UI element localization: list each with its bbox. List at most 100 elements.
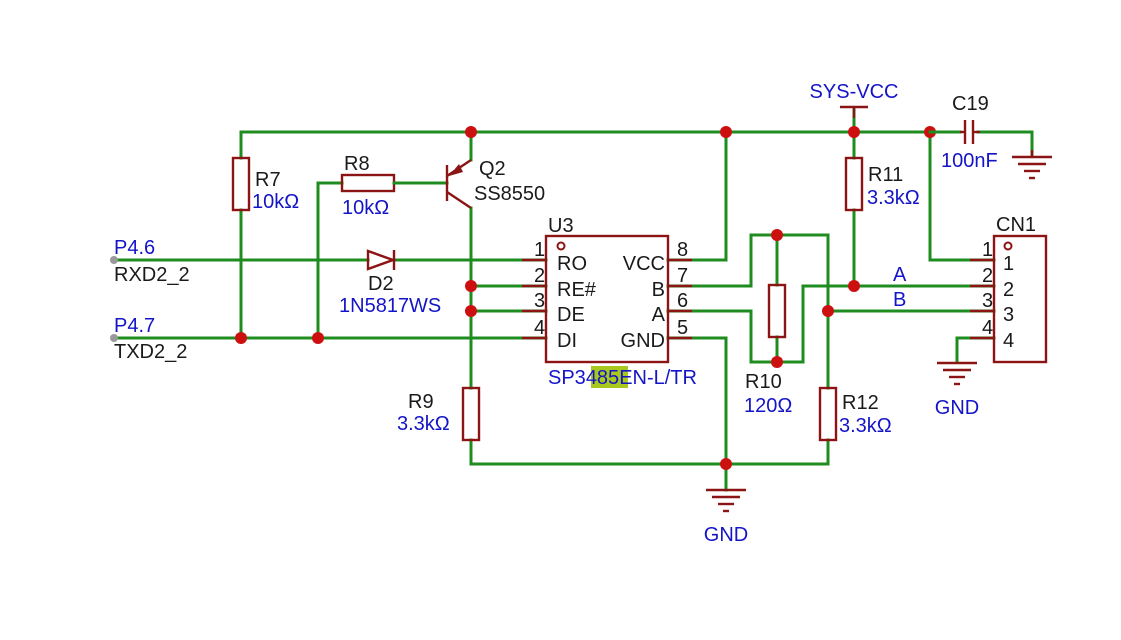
u3-pin-name: RE# xyxy=(557,279,597,301)
u3-ref: U3 xyxy=(548,215,574,237)
resistor-r8: R8 10kΩ xyxy=(340,153,449,219)
net-label-p46: P4.6 xyxy=(114,237,155,259)
d2-triangle-icon xyxy=(366,249,397,271)
u3-body xyxy=(544,234,670,364)
resistor-r7-body xyxy=(231,156,251,212)
r12-ref: R12 xyxy=(842,392,879,414)
u3-pin-number: 3 xyxy=(534,290,545,312)
q2-arrow-icon xyxy=(449,164,463,176)
q2-value: SS8550 xyxy=(474,183,545,205)
u3-pin-name: DI xyxy=(557,330,577,352)
junction-dot xyxy=(312,332,324,344)
u3-pin-name: VCC xyxy=(623,253,665,275)
junction-dot xyxy=(465,126,477,138)
u3-pin-number: 6 xyxy=(677,290,688,312)
c19-ref: C19 xyxy=(952,93,989,115)
r8-value: 10kΩ xyxy=(342,197,389,219)
u3-pin-name: DE xyxy=(557,304,585,326)
cn1-pin-number: 2 xyxy=(982,265,993,287)
cn1-pin-number: 4 xyxy=(982,317,993,339)
u3-pin-name: RO xyxy=(557,253,587,275)
net-label-b: B xyxy=(893,289,906,311)
r9-value: 3.3kΩ xyxy=(397,413,450,435)
r8-ref: R8 xyxy=(344,153,370,175)
connector-cn1: 1 2 3 4 1 2 3 4 CN1 xyxy=(970,214,1048,364)
c19-value: 100nF xyxy=(941,150,998,172)
r7-value: 10kΩ xyxy=(252,191,299,213)
cn1-pin-label: 2 xyxy=(1003,279,1014,301)
gnd-main-label: GND xyxy=(704,524,748,546)
junction-dot xyxy=(235,332,247,344)
capacitor-c19: C19 100nF xyxy=(928,93,1052,180)
u3-pin1-marker-icon xyxy=(556,241,566,251)
wire-a-pin xyxy=(666,284,996,364)
sys-vcc-label: SYS-VCC xyxy=(810,81,899,103)
d2-ref: D2 xyxy=(368,273,394,295)
power-sys-vcc: SYS-VCC xyxy=(810,81,899,118)
cn1-pin-label: 3 xyxy=(1003,304,1014,326)
junction-dot xyxy=(720,458,732,470)
r10-ref: R10 xyxy=(745,371,782,393)
ground-main-icon xyxy=(706,488,746,513)
resistor-r9: R9 3.3kΩ xyxy=(397,386,481,442)
u3-pin-number: 2 xyxy=(534,265,545,287)
wire-c19-right xyxy=(976,130,1034,157)
u3-part-number: SP3485EN-L/TR xyxy=(548,367,697,389)
cn1-pin-number: 3 xyxy=(982,290,993,312)
r11-value: 3.3kΩ xyxy=(867,187,920,209)
d2-value: 1N5817WS xyxy=(339,295,441,317)
gnd-conn-label: GND xyxy=(935,397,979,419)
u3-pin-number: 7 xyxy=(677,265,688,287)
wire-gnd-pin xyxy=(666,336,728,466)
cn1-body xyxy=(992,234,1048,364)
cn1-pin-label: 4 xyxy=(1003,330,1014,352)
q2-collector-leg xyxy=(446,191,472,209)
ground-c19-icon xyxy=(1012,150,1052,180)
junction-dot xyxy=(848,280,860,292)
resistor-r11-body xyxy=(844,156,864,212)
resistor-r7: R7 10kΩ xyxy=(231,156,299,213)
net-endpoint-p46 xyxy=(110,256,118,264)
junction-dot xyxy=(771,356,783,368)
cn1-pin-label: 1 xyxy=(1003,253,1014,275)
u3-pin-number: 8 xyxy=(677,239,688,261)
net-label-p47: P4.7 xyxy=(114,315,155,337)
u3-pin-number: 4 xyxy=(534,317,545,339)
r12-value: 3.3kΩ xyxy=(839,415,892,437)
net-label-rxd: RXD2_2 xyxy=(114,264,190,286)
r11-ref: R11 xyxy=(868,164,903,186)
junctions xyxy=(235,126,936,470)
part-highlight xyxy=(591,366,628,388)
junction-dot xyxy=(465,305,477,317)
u3-pin-number: 5 xyxy=(677,317,688,339)
cn1-pin1-marker-icon xyxy=(1003,241,1013,251)
r10-value: 120Ω xyxy=(744,395,792,417)
junction-dot xyxy=(771,229,783,241)
net-endpoint-p47 xyxy=(110,334,118,342)
resistor-r12-body xyxy=(818,386,838,442)
junction-dot xyxy=(822,305,834,317)
resistor-r11: R11 3.3kΩ xyxy=(844,156,920,212)
ic-u3: 1 2 3 4 RO RE# DE DI 8 7 6 5 VCC B A GND… xyxy=(522,215,697,389)
r9-ref: R9 xyxy=(408,391,434,413)
u3-pin-name: B xyxy=(652,279,665,301)
r7-ref: R7 xyxy=(255,169,281,191)
resistor-r12: R12 3.3kΩ xyxy=(818,386,892,442)
resistor-r8-body xyxy=(340,173,396,193)
junction-dot xyxy=(720,126,732,138)
resistor-r10: R10 120Ω xyxy=(744,283,792,417)
diode-d2: D2 1N5817WS xyxy=(339,249,441,317)
net-label-a: A xyxy=(893,264,907,286)
cn1-pin-number: 1 xyxy=(982,239,993,261)
u3-pin-name: GND xyxy=(621,330,665,352)
u3-pin-name: A xyxy=(652,304,666,326)
ground-cn1-icon xyxy=(937,361,977,386)
resistor-r10-body xyxy=(767,283,787,339)
resistor-r9-body xyxy=(461,386,481,442)
wire-gnd-rail xyxy=(469,438,830,466)
junction-dot xyxy=(848,126,860,138)
net-label-txd: TXD2_2 xyxy=(114,341,187,363)
junction-dot xyxy=(465,280,477,292)
u3-pin-number: 1 xyxy=(534,239,545,261)
